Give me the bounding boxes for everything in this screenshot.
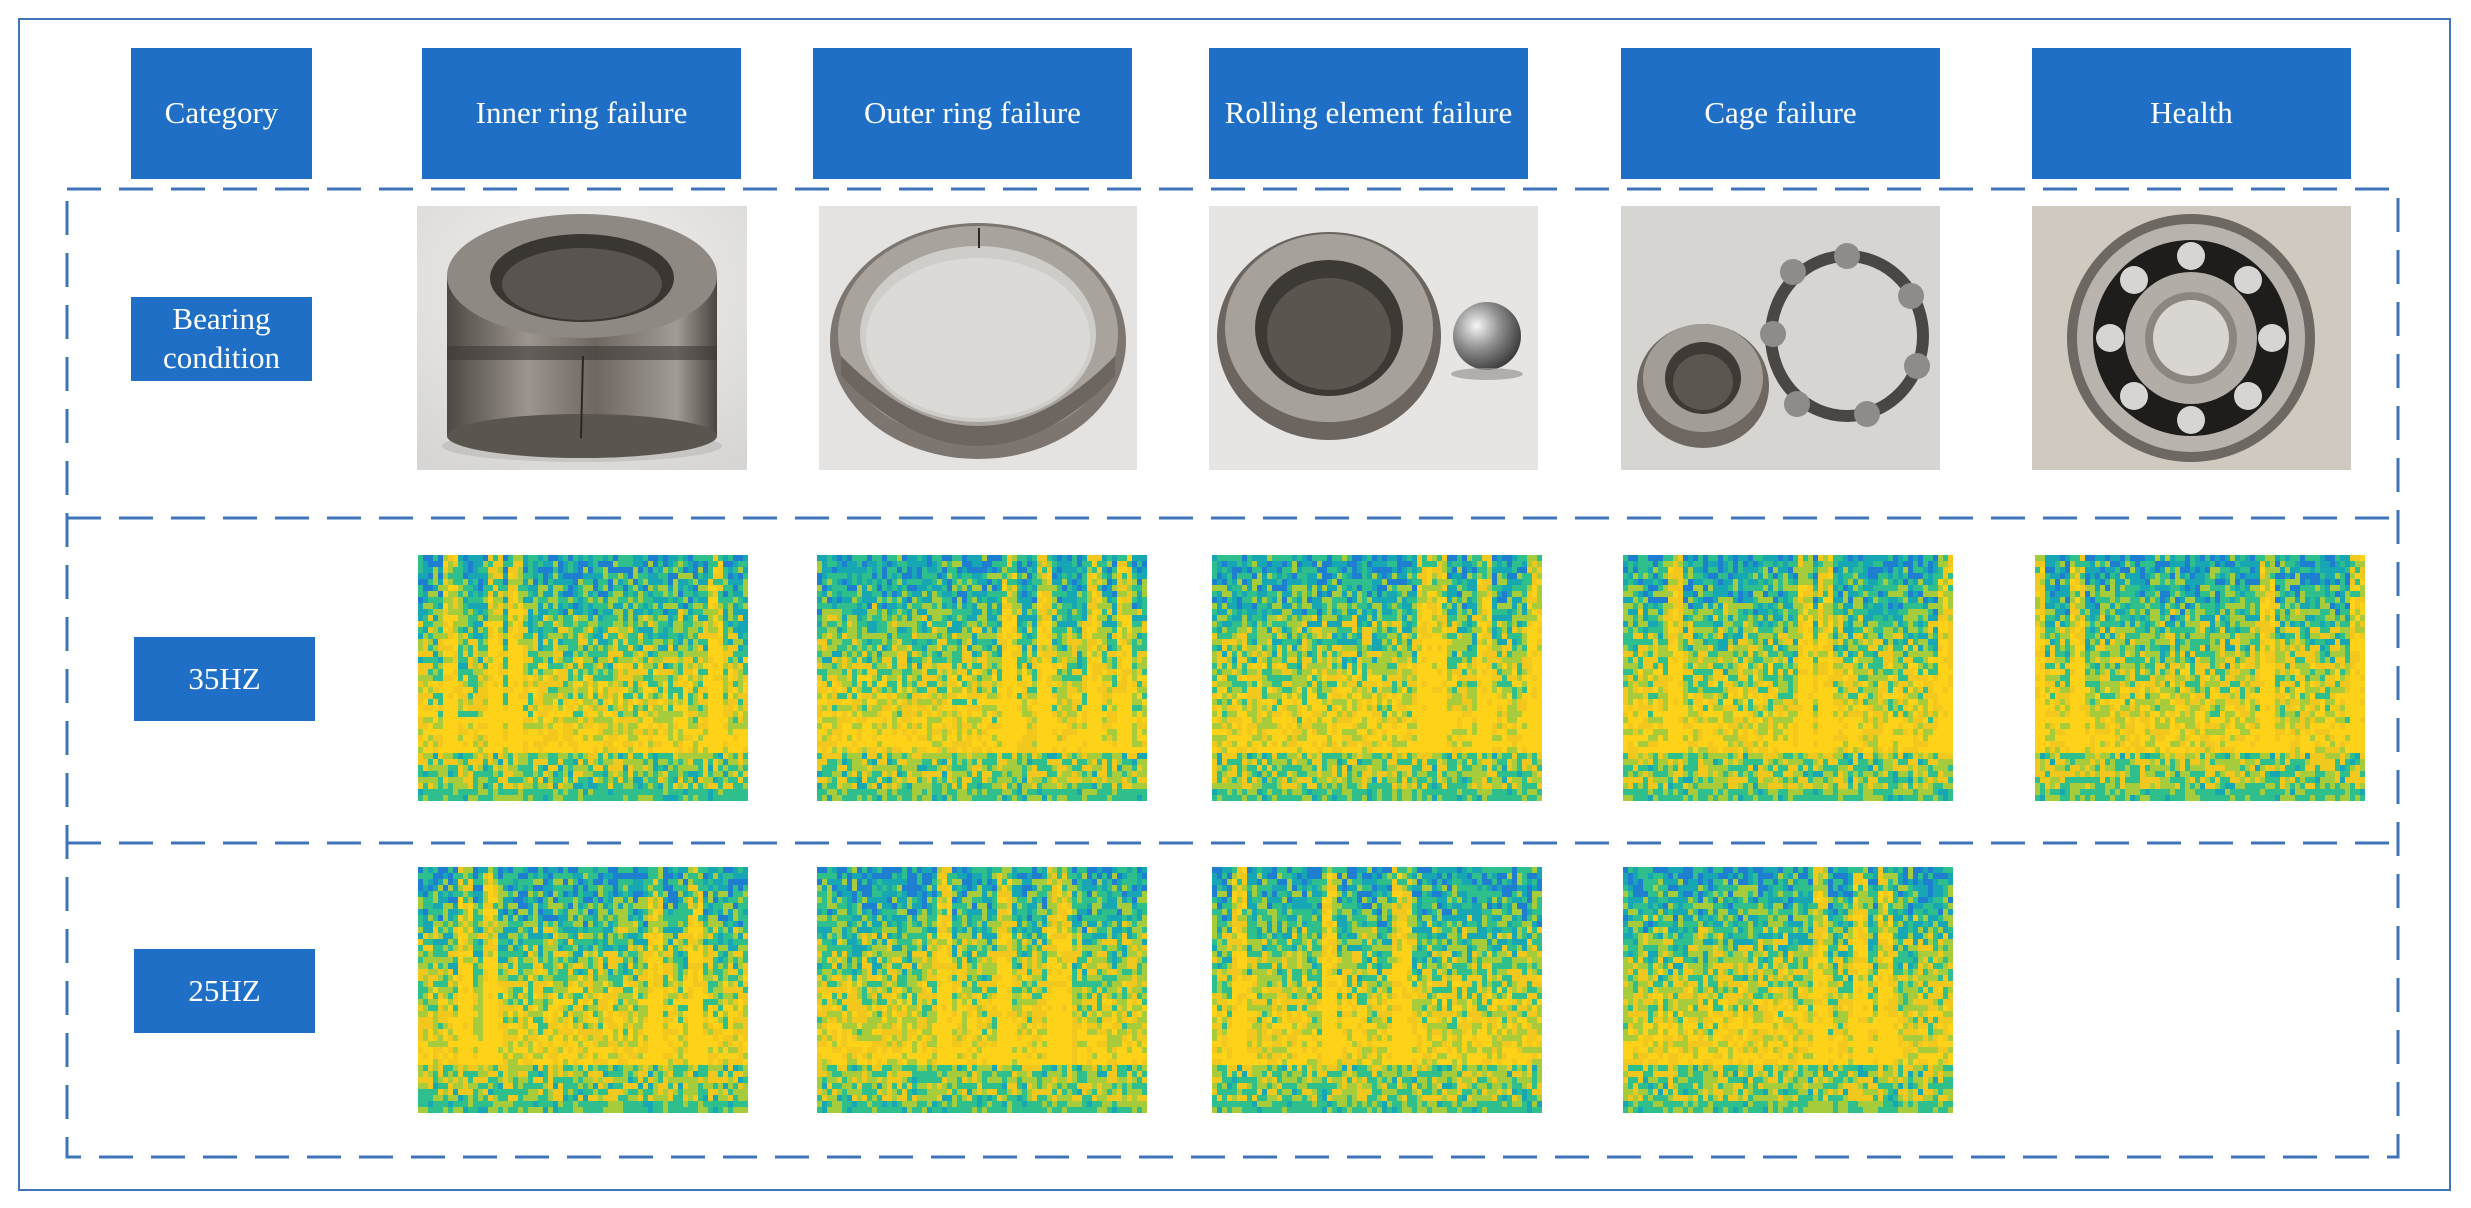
column-header-inner-ring: Inner ring failure [422, 48, 741, 179]
column-header-health: Health [2032, 48, 2351, 179]
photo-outer-ring-failure [819, 206, 1137, 470]
figure-frame [18, 18, 2451, 1191]
spectrogram-35hz-health [2035, 555, 2365, 801]
spectrogram-25hz-inner-ring [418, 867, 748, 1113]
column-header-rolling-element: Rolling element failure [1209, 48, 1528, 179]
spectrogram-25hz-outer-ring [817, 867, 1147, 1113]
row-label-25hz: 25HZ [134, 949, 315, 1033]
spectrogram-35hz-rolling-element [1212, 555, 1542, 801]
photo-rolling-element-failure [1209, 206, 1538, 470]
row-label-bearing-condition: Bearing condition [131, 297, 312, 381]
category-header: Category [131, 48, 312, 179]
photo-inner-ring-failure [417, 206, 747, 470]
spectrogram-35hz-inner-ring [418, 555, 748, 801]
spectrogram-25hz-rolling-element [1212, 867, 1542, 1113]
column-header-cage: Cage failure [1621, 48, 1940, 179]
spectrogram-25hz-cage [1623, 867, 1953, 1113]
column-header-outer-ring: Outer ring failure [813, 48, 1132, 179]
photo-cage-failure [1621, 206, 1940, 470]
spectrogram-35hz-cage [1623, 555, 1953, 801]
spectrogram-35hz-outer-ring [817, 555, 1147, 801]
photo-health [2032, 206, 2351, 470]
row-label-35hz: 35HZ [134, 637, 315, 721]
